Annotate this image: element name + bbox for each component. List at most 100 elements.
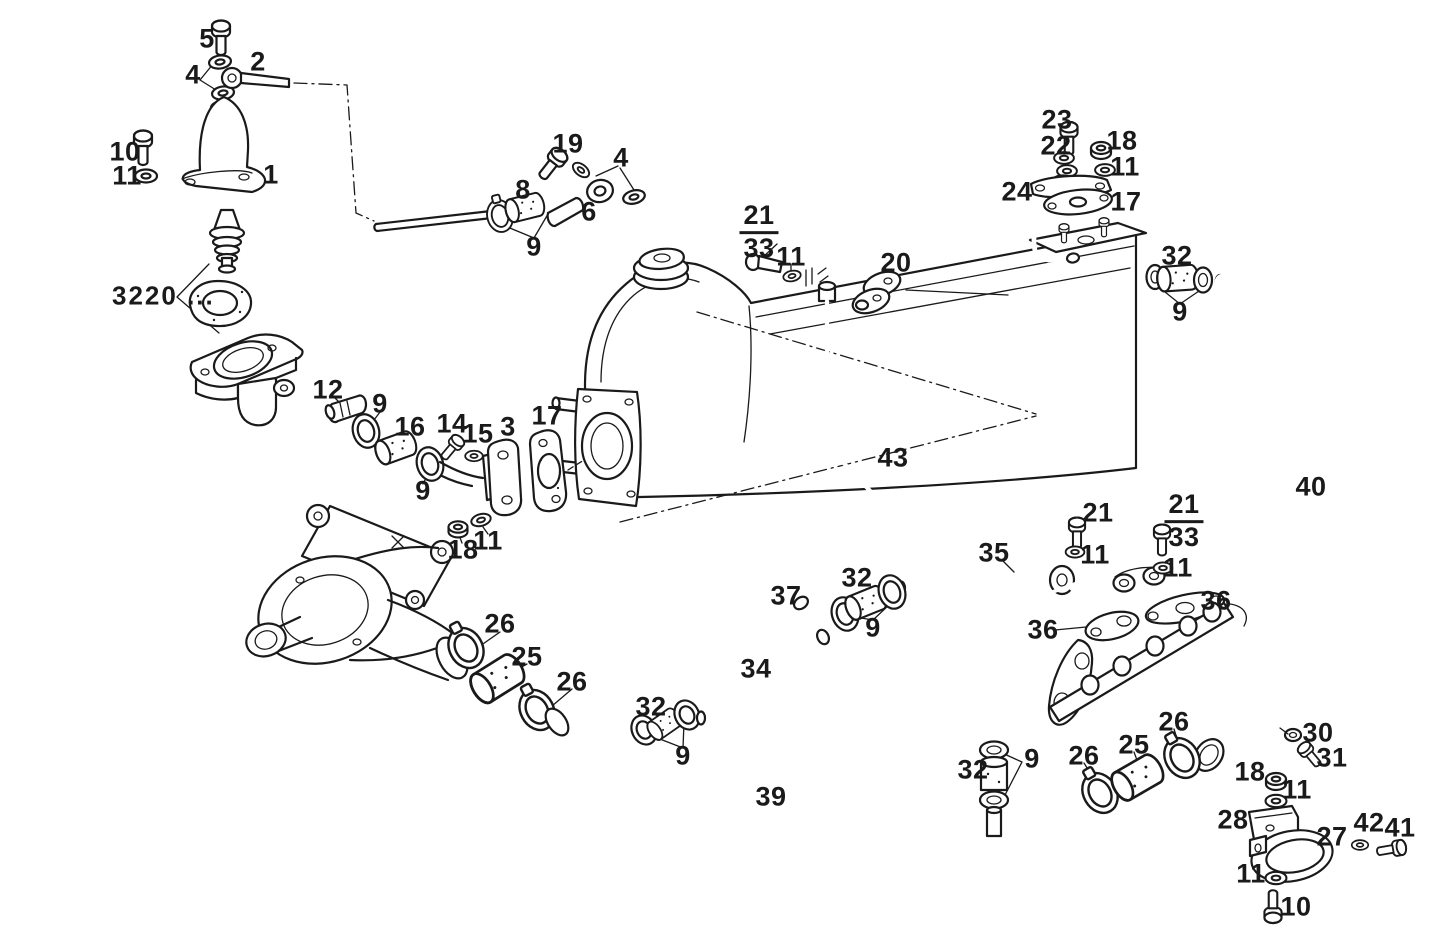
bypass-pipe-assembly (373, 143, 648, 236)
block-top-pad (1028, 217, 1148, 254)
callout-43: 43 (877, 442, 909, 473)
callout-9: 9 (372, 388, 388, 419)
rocker-shaft-bracket (1047, 601, 1247, 726)
filler-cap-icon (632, 247, 690, 291)
callout-12: 12 (312, 374, 344, 405)
callout-11: 11 (1080, 539, 1110, 570)
callout-30: 30 (1302, 717, 1334, 748)
callout-17: 17 (531, 400, 563, 431)
elbow-pipe-3 (438, 460, 485, 488)
callout-9: 9 (865, 612, 881, 643)
callout-32: 32 (635, 691, 667, 722)
pump-outlet (368, 598, 457, 682)
flange-3 (486, 438, 523, 517)
callout-28: 28 (1217, 804, 1249, 835)
fitting-12 (324, 394, 368, 424)
callout-11: 11 (1163, 552, 1193, 583)
housing-outlet-row (324, 394, 568, 539)
callout-41: 41 (1384, 812, 1416, 843)
callout-21: 21 (1082, 497, 1114, 528)
callout-11: 11 (473, 525, 503, 556)
nut-ring (1192, 266, 1214, 294)
callout-36: 36 (1027, 614, 1059, 645)
callout-17: 17 (1110, 186, 1142, 217)
callout-32: 32 (841, 562, 873, 593)
callout-26: 26 (556, 666, 588, 697)
gasket-3220 (188, 279, 253, 328)
callout-25: 25 (1118, 729, 1150, 760)
callout-9: 9 (1172, 296, 1188, 327)
overflow-union-assembly (1029, 120, 1116, 264)
thermostat (208, 208, 246, 274)
callout-39: 39 (755, 781, 787, 812)
callout-31: 31 (1316, 742, 1348, 773)
callout-18: 18 (1234, 756, 1266, 787)
washer-15 (464, 449, 484, 463)
callout-5: 5 (199, 23, 215, 54)
pump-hub (245, 622, 287, 658)
callout-20: 20 (880, 247, 912, 278)
callout-9: 9 (415, 475, 431, 506)
callout-16: 16 (394, 411, 426, 442)
callout-1: 1 (263, 159, 279, 190)
gasket-17 (1043, 188, 1113, 216)
callout-35: 35 (978, 537, 1010, 568)
callout-26: 26 (1158, 706, 1190, 737)
elbow-fitting-37 (786, 595, 831, 646)
coupling-32-row (830, 574, 907, 632)
callout-11: 11 (776, 241, 806, 272)
callout-6: 6 (581, 196, 597, 227)
callout-27: 27 (1316, 821, 1348, 852)
hose-40 (1193, 268, 1360, 772)
reference-number: 3220 ... (112, 280, 215, 311)
callout-9: 9 (675, 740, 691, 771)
banjo-eye (586, 178, 614, 204)
callout-15: 15 (462, 418, 494, 449)
hose-39 (544, 707, 1137, 897)
callout-25: 25 (511, 641, 543, 672)
callout-11: 11 (1110, 151, 1140, 182)
callout-32: 32 (957, 754, 989, 785)
callout-19: 19 (552, 128, 584, 159)
washer-4 (569, 158, 593, 182)
clip-30 (1283, 727, 1303, 743)
callout-9: 9 (1024, 743, 1040, 774)
callout-4: 4 (185, 59, 201, 90)
callout-10: 10 (1280, 891, 1312, 922)
callout-23: 23 (1041, 104, 1073, 135)
callout-32: 32 (1161, 240, 1193, 271)
callout-2: 2 (250, 46, 266, 77)
block-top-fittings (744, 252, 902, 315)
water-pump (245, 503, 469, 682)
callout-9: 9 (526, 231, 542, 262)
union-6 (546, 196, 585, 228)
callout-8: 8 (515, 174, 531, 205)
callout-11: 11 (1282, 774, 1312, 805)
callout-10: 10 (109, 136, 141, 167)
callout-37: 37 (770, 580, 802, 611)
callout-42: 42 (1353, 807, 1385, 838)
pipe-43-lower-coupling (978, 740, 1010, 838)
double-banjo-bracket (1112, 566, 1166, 593)
clamp-27 (1248, 829, 1334, 883)
pipe-34 (695, 578, 1088, 726)
washer-11 (1264, 870, 1288, 886)
pipe-43-union (817, 280, 837, 303)
overflow-pipe-2 (220, 66, 291, 90)
callout-14: 14 (436, 408, 468, 439)
washer-42 (1350, 839, 1370, 851)
callout-11: 11 (112, 160, 142, 191)
callout-22: 22 (1040, 130, 1072, 161)
outlet-elbow-1 (181, 95, 266, 194)
callout-36: 36 (1200, 585, 1232, 616)
callout-18: 18 (447, 534, 479, 565)
callout-18: 18 (1106, 125, 1138, 156)
bottom-right-hardware (1247, 727, 1409, 925)
callout-26: 26 (484, 608, 516, 639)
callout-26: 26 (1068, 740, 1100, 771)
bolt-10 (1263, 889, 1283, 925)
gasket-17 (528, 429, 568, 513)
